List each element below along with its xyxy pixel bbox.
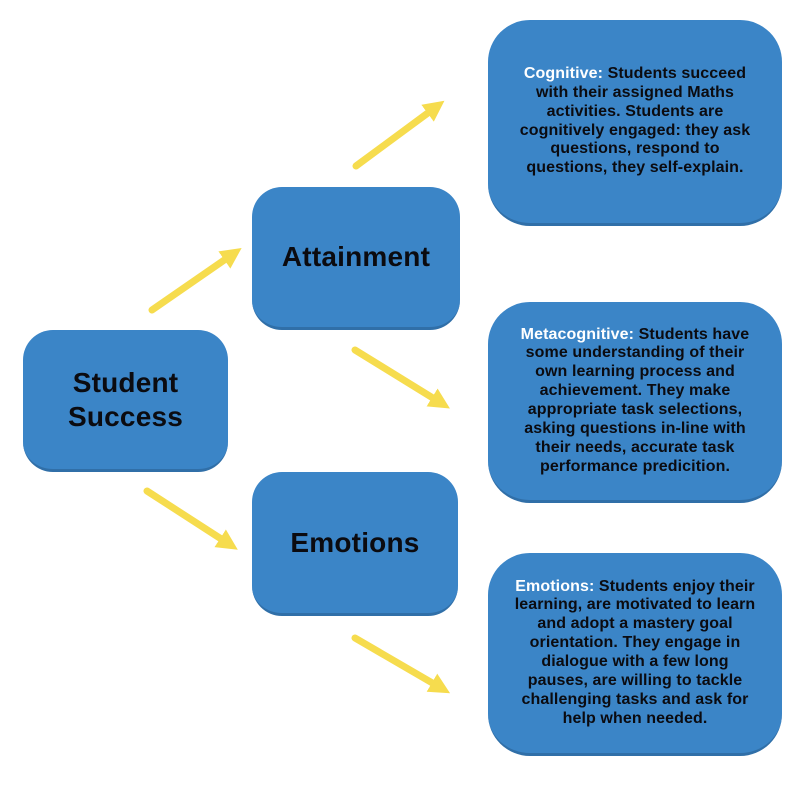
arrow-student-success-to-emotions: [143, 487, 238, 550]
detail-emotions-paragraph: Emotions: Students enjoy their learning,…: [510, 578, 760, 729]
detail-metacognitive-paragraph: Metacognitive: Students have some unders…: [510, 326, 760, 477]
detail-emotions-lead: Emotions:: [515, 577, 595, 595]
arrow-attainment-to-metacognitive: [351, 346, 450, 409]
arrow-emotions-to-emotions-detail: [351, 634, 451, 694]
detail-cognitive-paragraph: Cognitive: Students succeed with their a…: [510, 65, 760, 178]
arrow-attainment-to-cognitive: [352, 100, 445, 170]
detail-cognitive-lead: Cognitive:: [523, 64, 604, 82]
detail-box-metacognitive: Metacognitive: Students have some unders…: [488, 302, 782, 503]
node-attainment-label: Attainment: [281, 241, 431, 273]
detail-box-cognitive: Cognitive: Students succeed with their a…: [488, 20, 782, 226]
node-emotions: Emotions: [252, 472, 458, 616]
node-emotions-label: Emotions: [290, 526, 420, 558]
arrow-student-success-to-attainment: [148, 248, 242, 314]
detail-cognitive-text: Students succeed with their assigned Mat…: [519, 64, 751, 177]
node-student-success-label: Student Success: [67, 366, 184, 432]
detail-metacognitive-lead: Metacognitive:: [520, 325, 635, 343]
detail-metacognitive-text: Students have some understanding of thei…: [524, 325, 750, 475]
node-attainment: Attainment: [252, 187, 460, 330]
node-student-success: Student Success: [23, 330, 228, 472]
detail-box-emotions: Emotions: Students enjoy their learning,…: [488, 553, 782, 756]
detail-emotions-text: Students enjoy their learning, are motiv…: [514, 577, 756, 727]
